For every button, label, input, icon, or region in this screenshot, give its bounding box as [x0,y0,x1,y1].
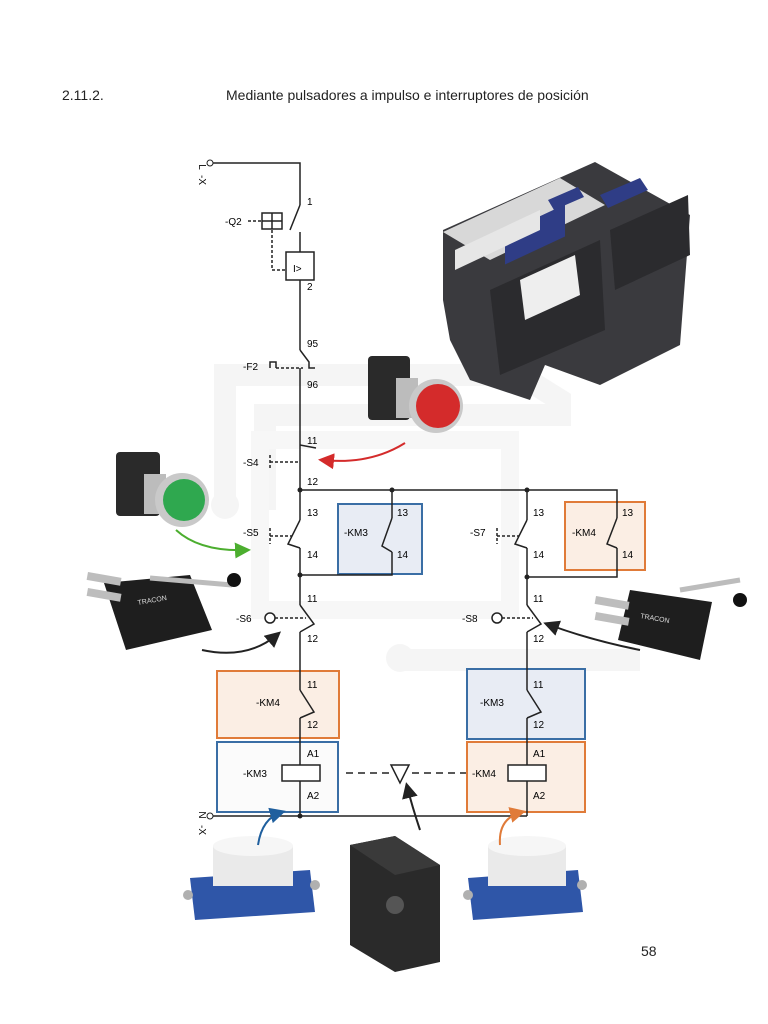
junction-dots [297,487,530,819]
start-left-contact-symbol [269,519,301,549]
start-left-pin-bottom: 14 [307,550,319,561]
coil-left-pin-bottom: A2 [307,791,320,802]
supply-top-tag: -X [196,175,207,185]
interlock-right-pin-top: 11 [533,680,544,691]
red-arrow [318,442,406,470]
breaker-tag: -Q2 [225,217,242,228]
right-microswitch-image: TRACON [594,577,747,660]
terminal-l [206,159,214,167]
left-black-arrow [201,631,282,654]
hold-right-contact-symbol [606,517,618,549]
interlock-right-box [466,668,586,740]
green-start-button-image [116,452,209,527]
hold-right-tag: -KM4 [572,528,596,539]
supply-bottom-terminal: N [196,811,207,818]
wiring [212,162,618,817]
interlock-left-tag: -KM4 [256,698,280,709]
interlock-left-pin-top: 11 [307,680,318,691]
section-number: 2.11.2. [62,87,104,103]
terminal-n [206,812,214,820]
start-right-pin-top: 13 [533,508,545,519]
overload-pin-bottom: 96 [307,380,319,391]
section-title: Mediante pulsadores a impulso e interrup… [226,87,589,103]
coil-right-tag: -KM4 [472,769,496,780]
overload-symbol [269,349,315,380]
blue-arrow [257,807,286,846]
coil-left-pin-top: A1 [307,749,320,760]
start-right-pin-bottom: 14 [533,550,545,561]
left-coil-image [183,836,320,920]
breaker-trip-symbol: I> [293,264,302,275]
start-left-tag: -S5 [243,528,259,539]
interlock-left-box [216,670,340,739]
limit-right-pin-top: 11 [533,594,544,605]
green-arrow [175,529,251,559]
left-microswitch-image: TRACON [86,572,241,650]
start-left-pin-top: 13 [307,508,319,519]
red-stop-button-image [368,356,463,433]
background-watermark [211,364,640,672]
coil-right-symbol [507,764,547,782]
reversing-contactor-image [443,162,690,400]
start-right-tag: -S7 [470,528,486,539]
coil-left-symbol [281,764,321,782]
limit-left-pin-top: 11 [307,594,318,605]
breaker-symbol [248,204,315,281]
limit-right-tag: -S8 [462,614,478,625]
interlock-right-tag: -KM3 [480,698,504,709]
hold-left-pin-top: 13 [397,508,409,519]
hold-left-pin-bottom: 14 [397,550,409,561]
interlock-right-pin-bottom: 12 [533,720,545,731]
limit-right-contact-symbol [491,604,543,633]
interlock-left-contact-symbol [299,689,316,719]
stop-tag: -S4 [243,458,259,469]
stop-pin-top: 11 [307,436,318,447]
hold-left-tag: -KM3 [344,528,368,539]
limit-left-contact-symbol [264,604,316,633]
limit-right-pin-bottom: 12 [533,634,545,645]
stop-pin-bottom: 12 [307,477,319,488]
right-black-arrow [543,620,641,651]
hold-left-box [337,503,423,575]
start-right-contact-symbol [496,519,528,549]
orange-arrow [498,807,526,846]
limit-left-tag: -S6 [236,614,252,625]
mechanical-interlock-symbol [346,764,466,785]
supply-top-terminal: L [196,164,207,170]
overload-pin-top: 95 [307,339,319,350]
interlock-arrow [402,782,421,831]
mechanical-interlock-image [350,836,440,972]
hold-right-box [564,501,646,571]
right-coil-image [463,836,587,920]
stop-contact-symbol [269,444,317,470]
breaker-pin-top: 1 [307,197,313,208]
supply-bottom-tag: -X [196,825,207,835]
breaker-pin-bottom: 2 [307,282,313,293]
overload-tag: -F2 [243,362,258,373]
coil-right-pin-bottom: A2 [533,791,546,802]
interlock-right-contact-symbol [526,689,543,719]
coil-left-tag: -KM3 [243,769,267,780]
hold-right-pin-bottom: 14 [622,550,634,561]
page-number: 58 [641,943,657,959]
interlock-left-pin-bottom: 12 [307,720,319,731]
limit-left-pin-bottom: 12 [307,634,319,645]
hold-right-pin-top: 13 [622,508,634,519]
hold-left-contact-symbol [381,517,393,553]
coil-right-pin-top: A1 [533,749,546,760]
